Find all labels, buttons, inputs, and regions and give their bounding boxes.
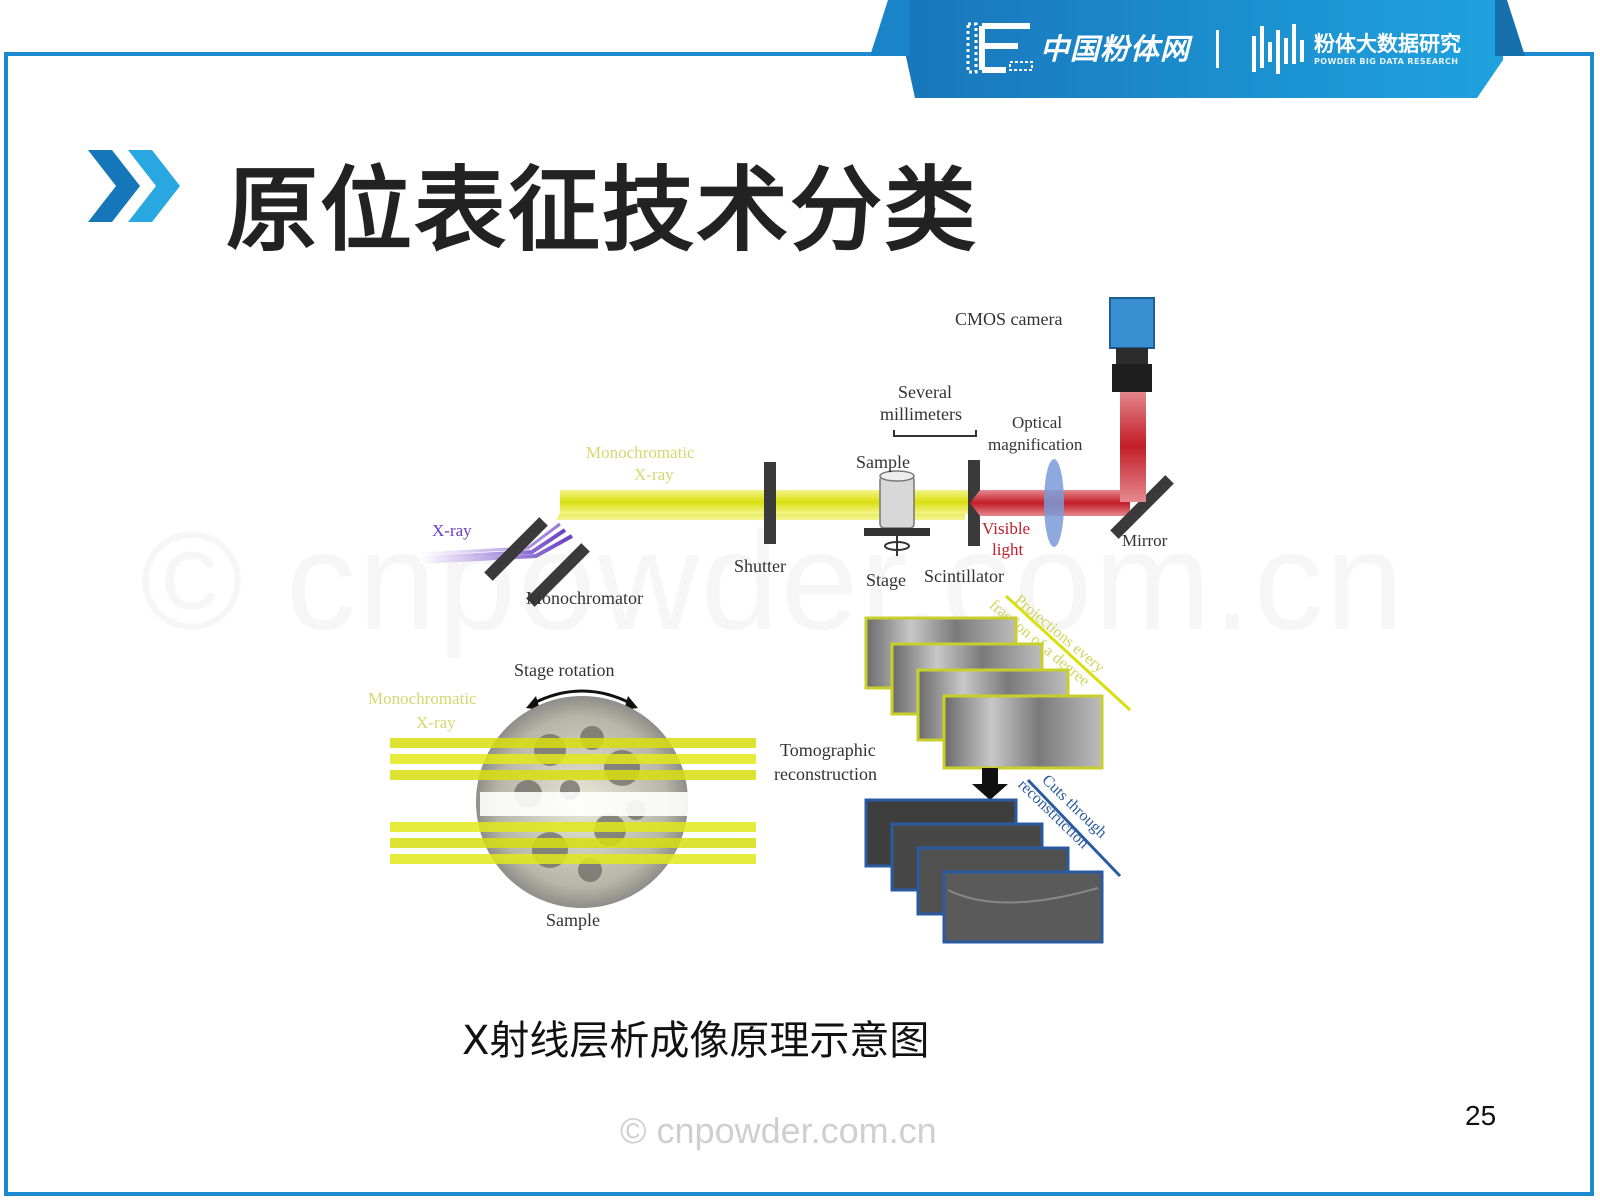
banner-right-tab [1495, 0, 1525, 56]
label-cmos-camera: CMOS camera [955, 309, 1062, 329]
data-bars-icon [1252, 24, 1304, 74]
label-mono-xray-2: X-ray [634, 465, 674, 484]
xray-tomography-diagram: CMOS camera Several millimeters Optical … [368, 297, 1174, 944]
cmos-camera [1109, 297, 1155, 392]
label-xray: X-ray [432, 521, 472, 540]
optical-lens [1044, 459, 1064, 547]
label-stage-rotation: Stage rotation [514, 660, 614, 680]
label-sample-top: Sample [856, 452, 910, 472]
label-stage: Stage [866, 570, 906, 590]
label-scintillator: Scintillator [924, 566, 1004, 586]
label-millimeters: millimeters [880, 404, 962, 424]
sample-stage [864, 470, 930, 556]
projections-arrow [1004, 594, 1132, 712]
label-visible: Visible [982, 519, 1030, 538]
label-mono-xray-b2: X-ray [416, 713, 456, 732]
label-mono-xray-b1: Monochromatic [368, 689, 477, 708]
figure-caption: X射线层析成像原理示意图 [462, 1018, 930, 1064]
monochromator-crystal-1 [484, 517, 548, 581]
shutter [764, 462, 776, 544]
brand-divider [1216, 30, 1219, 68]
page-number: 25 [1465, 1100, 1497, 1131]
double-chevron-right-icon [88, 150, 180, 222]
label-light: light [992, 540, 1023, 559]
rotation-arrow [531, 689, 633, 706]
xray-source-beam [419, 522, 573, 564]
label-mono-xray-1: Monochromatic [586, 443, 695, 462]
slide-title: 原位表征技术分类 [226, 157, 979, 264]
monochromator-crystal-2 [526, 543, 590, 607]
reconstruction-stack [864, 798, 1104, 944]
header-banner [905, 0, 1503, 98]
label-several: Several [898, 382, 952, 402]
label-mirror: Mirror [1122, 531, 1168, 550]
cnpowder-f-logo-icon [966, 22, 1033, 74]
label-tomo-1: Tomographic [780, 740, 876, 760]
label-tomo-2: reconstruction [774, 764, 877, 784]
brand-primary: 中国粉体网 [1040, 32, 1191, 66]
watermark-small: © cnpowder.com.cn [620, 1110, 937, 1151]
bottom-xray-beams [390, 738, 756, 864]
slide-frame [4, 52, 1594, 1196]
label-shutter: Shutter [734, 556, 786, 576]
label-monochromator: Monochromator [526, 588, 643, 608]
brand-secondary-sub: POWDER BIG DATA RESEARCH [1314, 57, 1459, 66]
cuts-arrow [1026, 778, 1122, 878]
mirror [1110, 475, 1174, 539]
down-arrow-icon [972, 768, 1008, 800]
brand-secondary: 粉体大数据研究 [1314, 32, 1461, 56]
label-sample-bottom: Sample [546, 910, 600, 930]
label-optical: Optical [1012, 413, 1062, 432]
distance-bracket [893, 430, 977, 437]
label-magnification: magnification [988, 435, 1083, 454]
banner-left-tab [870, 0, 910, 56]
visible-light-beam-vertical [1120, 390, 1146, 502]
projection-stack [864, 616, 1104, 770]
